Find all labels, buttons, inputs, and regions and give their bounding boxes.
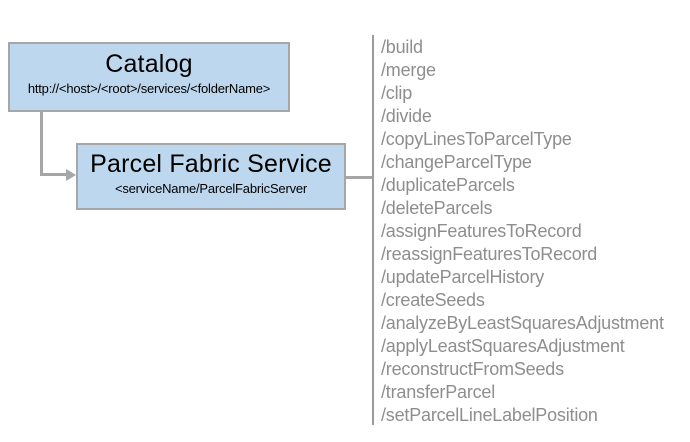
endpoint-reassign-features-to-record: /reassignFeaturesToRecord (381, 244, 598, 264)
connector-vertical-segment (40, 112, 43, 176)
endpoint-merge: /merge (381, 60, 436, 80)
endpoints-separator-line (372, 35, 374, 425)
endpoint-duplicate-parcels: /duplicateParcels (381, 175, 515, 195)
endpoint-change-parcel-type: /changeParcelType (381, 152, 532, 172)
connector-to-endpoints (346, 176, 372, 179)
service-title: Parcel Fabric Service (90, 150, 332, 178)
endpoint-analyze-by-least-squares-adjustment: /analyzeByLeastSquaresAdjustment (381, 313, 664, 333)
catalog-title: Catalog (105, 50, 193, 78)
endpoint-copy-lines-to-parcel-type: /copyLinesToParcelType (381, 129, 572, 149)
endpoint-assign-features-to-record: /assignFeaturesToRecord (381, 221, 582, 241)
endpoint-build: /build (381, 37, 423, 57)
endpoint-create-seeds: /createSeeds (381, 290, 485, 310)
endpoint-reconstruct-from-seeds: /reconstructFromSeeds (381, 359, 564, 379)
catalog-url-pattern: http://<host>/<root>/services/<folderNam… (27, 81, 271, 96)
service-url-pattern: <serviceName/ParcelFabricServer (114, 181, 308, 196)
parcel-fabric-service-node: Parcel Fabric Service <serviceName/Parce… (76, 143, 346, 210)
arrowhead-icon (66, 169, 76, 181)
endpoint-set-parcel-line-label-position: /setParcelLineLabelPosition (381, 405, 598, 425)
endpoint-list: /build /merge /clip /divide /copyLinesTo… (381, 36, 686, 427)
endpoint-update-parcel-history: /updateParcelHistory (381, 267, 545, 287)
endpoint-delete-parcels: /deleteParcels (381, 198, 493, 218)
endpoint-clip: /clip (381, 83, 413, 103)
catalog-node: Catalog http://<host>/<root>/services/<f… (8, 42, 290, 112)
endpoint-apply-least-squares-adjustment: /applyLeastSquaresAdjustment (381, 336, 625, 356)
connector-horizontal-segment (40, 173, 68, 176)
endpoint-transfer-parcel: /transferParcel (381, 382, 496, 402)
endpoint-divide: /divide (381, 106, 432, 126)
